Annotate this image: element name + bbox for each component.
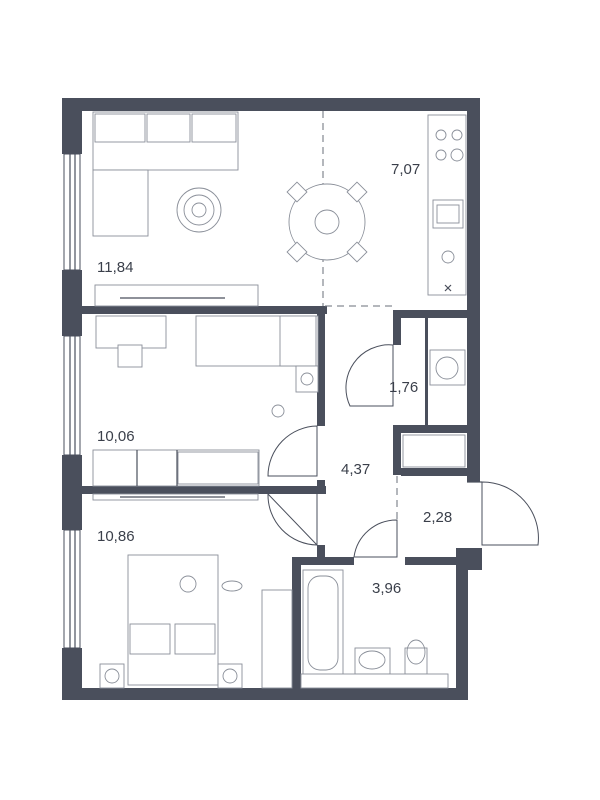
outer-walls (62, 98, 482, 700)
area-label-kitchen: 7,07 (391, 161, 420, 178)
area-label-bedroom-2: 10,86 (97, 528, 135, 545)
area-label-bedroom-1: 10,06 (97, 428, 135, 445)
windows (63, 153, 81, 649)
kitchen-furniture (427, 114, 467, 296)
area-labels: 11,84 7,07 10,06 10,86 4,37 1,76 2,28 3,… (97, 161, 452, 597)
bathroom-furniture (300, 569, 449, 689)
area-label-laundry: 1,76 (389, 379, 418, 396)
area-label-bathroom: 3,96 (372, 580, 401, 597)
area-label-hallway: 4,37 (341, 461, 370, 478)
area-label-living-room: 11,84 (97, 259, 133, 276)
interior-walls (82, 306, 467, 700)
doors (267, 344, 539, 558)
bedroom-1-furniture (92, 315, 319, 487)
laundry-furniture (402, 349, 466, 468)
zone-dividers (322, 111, 398, 557)
area-label-entrance: 2,28 (423, 509, 452, 526)
bedroom-2-furniture (92, 493, 293, 689)
living-room-furniture (92, 111, 368, 307)
